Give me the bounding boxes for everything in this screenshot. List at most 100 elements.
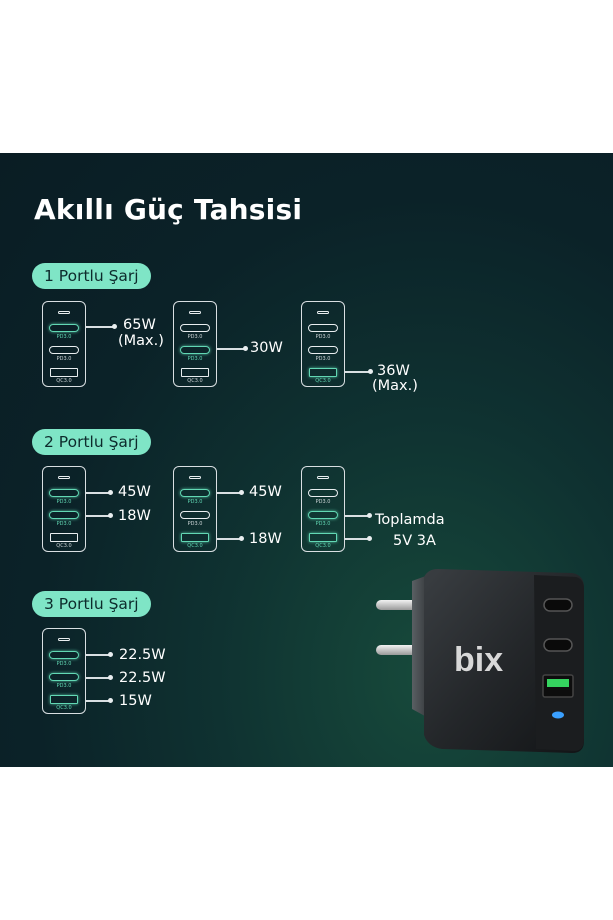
port-label: QC3.0 (315, 378, 331, 384)
usb-c2-port-active (49, 673, 79, 681)
smart-power-allocation-panel: Akıllı Güç Tahsisi 1 Portlu Şarj PD3.0 P… (0, 153, 613, 767)
connector-dot (108, 698, 113, 703)
port-diagram: PD3.0 PD3.0 QC3.0 (301, 301, 345, 387)
connector-line (345, 371, 370, 373)
section-label-3-port: 3 Portlu Şarj (32, 591, 151, 617)
brand-logo: bix (454, 641, 503, 679)
port-label: PD3.0 (315, 521, 331, 527)
connector-dot (108, 675, 113, 680)
usb-a-port (50, 368, 78, 377)
power-value: 22.5W (119, 670, 166, 686)
power-value: 30W (250, 340, 283, 356)
port-label: QC3.0 (187, 378, 203, 384)
indicator-slot (58, 476, 70, 479)
usb-c1-port (180, 324, 210, 332)
connector-line (86, 515, 110, 517)
port-label: PD3.0 (315, 356, 331, 362)
usb-c2-port-active (180, 346, 210, 354)
plug-pin (376, 645, 420, 655)
usb-a-port-active (181, 533, 209, 542)
usb-c2-port (180, 511, 210, 519)
indicator-slot (317, 476, 329, 479)
port-label: PD3.0 (315, 499, 331, 505)
power-value: 36W (377, 363, 410, 379)
usb-c1-port-active (180, 489, 210, 497)
usb-c2-port-active (49, 511, 79, 519)
connector-dot (239, 490, 244, 495)
connector-dot (112, 324, 117, 329)
section-label-1-port: 1 Portlu Şarj (32, 263, 151, 289)
connector-line (217, 538, 241, 540)
indicator-slot (189, 476, 201, 479)
power-value: 15W (119, 693, 152, 709)
connector-line (86, 326, 114, 328)
charger-product-image: bix (376, 569, 584, 753)
usb-c1-port-active (49, 651, 79, 659)
plug-pin (376, 600, 420, 610)
connector-line (86, 654, 110, 656)
port-label: QC3.0 (315, 543, 331, 549)
usb-c1-port-active (49, 489, 79, 497)
power-value: Toplamda (375, 512, 445, 528)
usb-a-port-active (309, 368, 337, 377)
charger-face (534, 575, 584, 751)
port-label: PD3.0 (56, 683, 72, 689)
usb-c2-port (49, 346, 79, 354)
power-note: (Max.) (118, 333, 164, 349)
page-title: Akıllı Güç Tahsisi (34, 193, 303, 226)
led-indicator-icon (552, 711, 564, 719)
port-label: PD3.0 (56, 334, 72, 340)
usb-c1-port (308, 489, 338, 497)
usb-c2-port (308, 346, 338, 354)
usb-a-socket-insert (547, 679, 569, 687)
port-label: PD3.0 (187, 499, 203, 505)
port-label: PD3.0 (187, 334, 203, 340)
port-label: PD3.0 (315, 334, 331, 340)
connector-line (86, 677, 110, 679)
connector-dot (368, 369, 373, 374)
usb-c1-socket (543, 598, 573, 612)
port-diagram: PD3.0 PD3.0 QC3.0 (301, 466, 345, 552)
connector-line (345, 538, 369, 540)
connector-line (217, 492, 241, 494)
port-label: QC3.0 (56, 378, 72, 384)
connector-dot (243, 346, 248, 351)
indicator-slot (317, 311, 329, 314)
power-value: 45W (118, 484, 151, 500)
port-label: PD3.0 (187, 356, 203, 362)
connector-line (86, 700, 110, 702)
indicator-slot (58, 311, 70, 314)
port-diagram: PD3.0 PD3.0 QC3.0 (42, 466, 86, 552)
port-diagram: PD3.0 PD3.0 QC3.0 (42, 301, 86, 387)
port-label: QC3.0 (187, 543, 203, 549)
power-note: (Max.) (372, 378, 418, 394)
connector-dot (108, 490, 113, 495)
usb-a-port-active (50, 695, 78, 704)
connector-dot (108, 513, 113, 518)
connector-dot (367, 513, 372, 518)
port-label: PD3.0 (56, 499, 72, 505)
indicator-slot (58, 638, 70, 641)
port-diagram: PD3.0 PD3.0 QC3.0 (173, 301, 217, 387)
port-diagram: PD3.0 PD3.0 QC3.0 (173, 466, 217, 552)
connector-line (86, 492, 110, 494)
power-value: 18W (249, 531, 282, 547)
power-value: 65W (123, 317, 156, 333)
port-label: PD3.0 (187, 521, 203, 527)
port-label: PD3.0 (56, 661, 72, 667)
usb-a-port (50, 533, 78, 542)
indicator-slot (189, 311, 201, 314)
connector-line (345, 515, 369, 517)
port-label: PD3.0 (56, 356, 72, 362)
power-value: 18W (118, 508, 151, 524)
usb-c1-port (308, 324, 338, 332)
power-value: 5V 3A (393, 533, 436, 549)
usb-c2-port-active (308, 511, 338, 519)
power-value: 22.5W (119, 647, 166, 663)
port-label: PD3.0 (56, 521, 72, 527)
port-diagram: PD3.0 PD3.0 QC3.0 (42, 628, 86, 714)
connector-line (217, 348, 245, 350)
usb-c1-port-active (49, 324, 79, 332)
port-label: QC3.0 (56, 543, 72, 549)
connector-dot (108, 652, 113, 657)
